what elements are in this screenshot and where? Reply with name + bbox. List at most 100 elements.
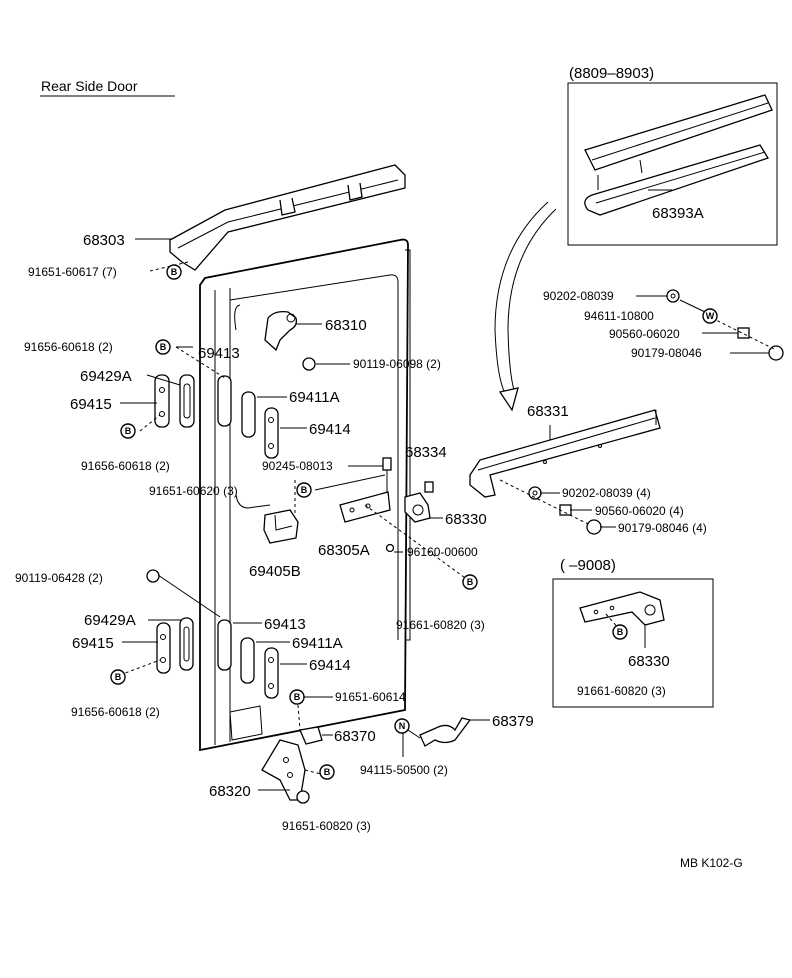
part-69414-lower	[264, 647, 279, 699]
inset-bottom-range: ( –9008)	[560, 557, 616, 574]
badge-b-91661-60820-a: B	[462, 574, 478, 590]
label-91661-60820-b: 91661-60820 (3)	[577, 684, 666, 698]
badge-b-91656-60618-c: B	[110, 669, 126, 685]
label-90560-06020-b: 90560-06020 (4)	[595, 504, 684, 518]
bolt-90119-06098	[302, 357, 316, 371]
rear-door-panel	[199, 238, 411, 752]
label-91656-60618-c: 91656-60618 (2)	[71, 705, 160, 719]
label-69405B: 69405B	[249, 563, 301, 580]
part-labels: 68303 91651-60617 (7) 68310 91656-60618 …	[15, 205, 707, 833]
svg-text:B: B	[301, 485, 308, 495]
part-69413-upper	[217, 375, 232, 427]
part-68379-spring	[419, 717, 472, 747]
fastener-90202-08039-right	[666, 289, 680, 303]
label-68305A: 68305A	[318, 542, 370, 559]
svg-text:B: B	[294, 692, 301, 702]
svg-text:B: B	[115, 672, 122, 682]
label-68320: 68320	[209, 783, 251, 800]
part-69415-upper	[154, 374, 170, 428]
fastener-90560-06020-lower	[559, 504, 572, 516]
label-91651-60614: 91651-60614	[335, 690, 406, 704]
diagram-title: Rear Side Door	[41, 78, 138, 94]
part-68330-inset	[579, 591, 665, 626]
label-91656-60618-a: 91656-60618 (2)	[24, 340, 113, 354]
label-90119-06098: 90119-06098 (2)	[353, 357, 441, 371]
diagram-code: MB K102-G	[680, 856, 743, 870]
svg-text:B: B	[160, 342, 167, 352]
label-91656-60618-b: 91656-60618 (2)	[81, 459, 170, 473]
label-69414-a: 69414	[309, 421, 351, 438]
badge-b-91651-60617: B	[166, 264, 182, 280]
fastener-90560-06020-right	[737, 327, 750, 339]
part-69413-lower	[217, 619, 232, 671]
label-68393A: 68393A	[652, 205, 704, 222]
part-68310-hook	[264, 310, 298, 352]
label-94611-10800: 94611-10800	[584, 309, 654, 323]
part-69429A-upper	[179, 374, 195, 428]
svg-text:B: B	[324, 767, 331, 777]
label-68330-b: 68330	[628, 653, 670, 670]
label-94115-50500: 94115-50500 (2)	[360, 763, 448, 777]
label-69429A-a: 69429A	[80, 368, 132, 385]
label-90202-08039-a: 90202-08039	[543, 289, 614, 303]
label-69411A-a: 69411A	[289, 389, 340, 406]
svg-text:B: B	[617, 627, 624, 637]
inset-top-box	[567, 82, 778, 246]
badge-b-91656-60618-b: B	[120, 423, 136, 439]
label-90202-08039-b: 90202-08039 (4)	[562, 486, 651, 500]
svg-text:B: B	[467, 577, 474, 587]
label-69411A-b: 69411A	[292, 635, 343, 652]
inset-top-range: (8809–8903)	[569, 65, 654, 82]
svg-text:B: B	[171, 267, 178, 277]
badge-b-91651-60620: B	[296, 482, 312, 498]
label-90119-06428: 90119-06428 (2)	[15, 571, 103, 585]
label-69414-b: 69414	[309, 657, 351, 674]
label-96160-00600: 96160-00600	[407, 545, 478, 559]
label-68334: 68334	[405, 444, 447, 461]
label-68331: 68331	[527, 403, 569, 420]
label-91651-60820: 91651-60820 (3)	[282, 819, 371, 833]
part-68320-lower-hinge	[261, 739, 310, 804]
part-69429A-lower	[179, 617, 194, 671]
label-69415-a: 69415	[70, 396, 112, 413]
part-68330-roller	[404, 492, 431, 523]
label-90560-06020-a: 90560-06020	[609, 327, 680, 341]
leader-lines	[119, 189, 777, 791]
part-68331-rail	[469, 409, 661, 498]
label-90179-08046-a: 90179-08046	[631, 346, 702, 360]
part-68393A-inset	[584, 94, 773, 216]
part-69405B-catch	[263, 509, 299, 544]
part-69411A-lower	[240, 637, 255, 684]
label-68370: 68370	[334, 728, 376, 745]
label-90245-08013: 90245-08013	[262, 459, 333, 473]
part-68303-upper-rail	[169, 164, 406, 271]
label-90179-08046-b: 90179-08046 (4)	[618, 521, 707, 535]
label-69413-b: 69413	[264, 616, 306, 633]
fastener-90179-08046-lower	[586, 519, 602, 535]
svg-text:N: N	[399, 721, 406, 731]
part-69414-upper	[264, 407, 279, 459]
badge-b-91651-60820: B	[319, 764, 335, 780]
badge-b-91651-60614: B	[289, 689, 305, 705]
part-68370	[299, 726, 323, 745]
badge-n-94115-50500: N	[394, 718, 410, 734]
svg-text:W: W	[706, 311, 715, 321]
part-68334	[424, 481, 434, 493]
label-68330-a: 68330	[445, 511, 487, 528]
label-91651-60620: 91651-60620 (3)	[149, 484, 238, 498]
badge-w-94611-10800: W	[702, 308, 718, 324]
part-69415-lower	[156, 622, 171, 674]
label-91651-60617: 91651-60617 (7)	[28, 265, 117, 279]
label-91661-60820-a: 91661-60820 (3)	[396, 618, 485, 632]
badge-b-91656-60618-a: B	[155, 339, 171, 355]
label-68303: 68303	[83, 232, 125, 249]
label-68379: 68379	[492, 713, 534, 730]
badge-b-91661-60820-b: B	[612, 624, 628, 640]
svg-text:B: B	[125, 426, 132, 436]
flow-arrow	[494, 201, 557, 412]
label-68310: 68310	[325, 317, 367, 334]
label-69429A-b: 69429A	[84, 612, 136, 629]
label-69413-a: 69413	[198, 345, 240, 362]
